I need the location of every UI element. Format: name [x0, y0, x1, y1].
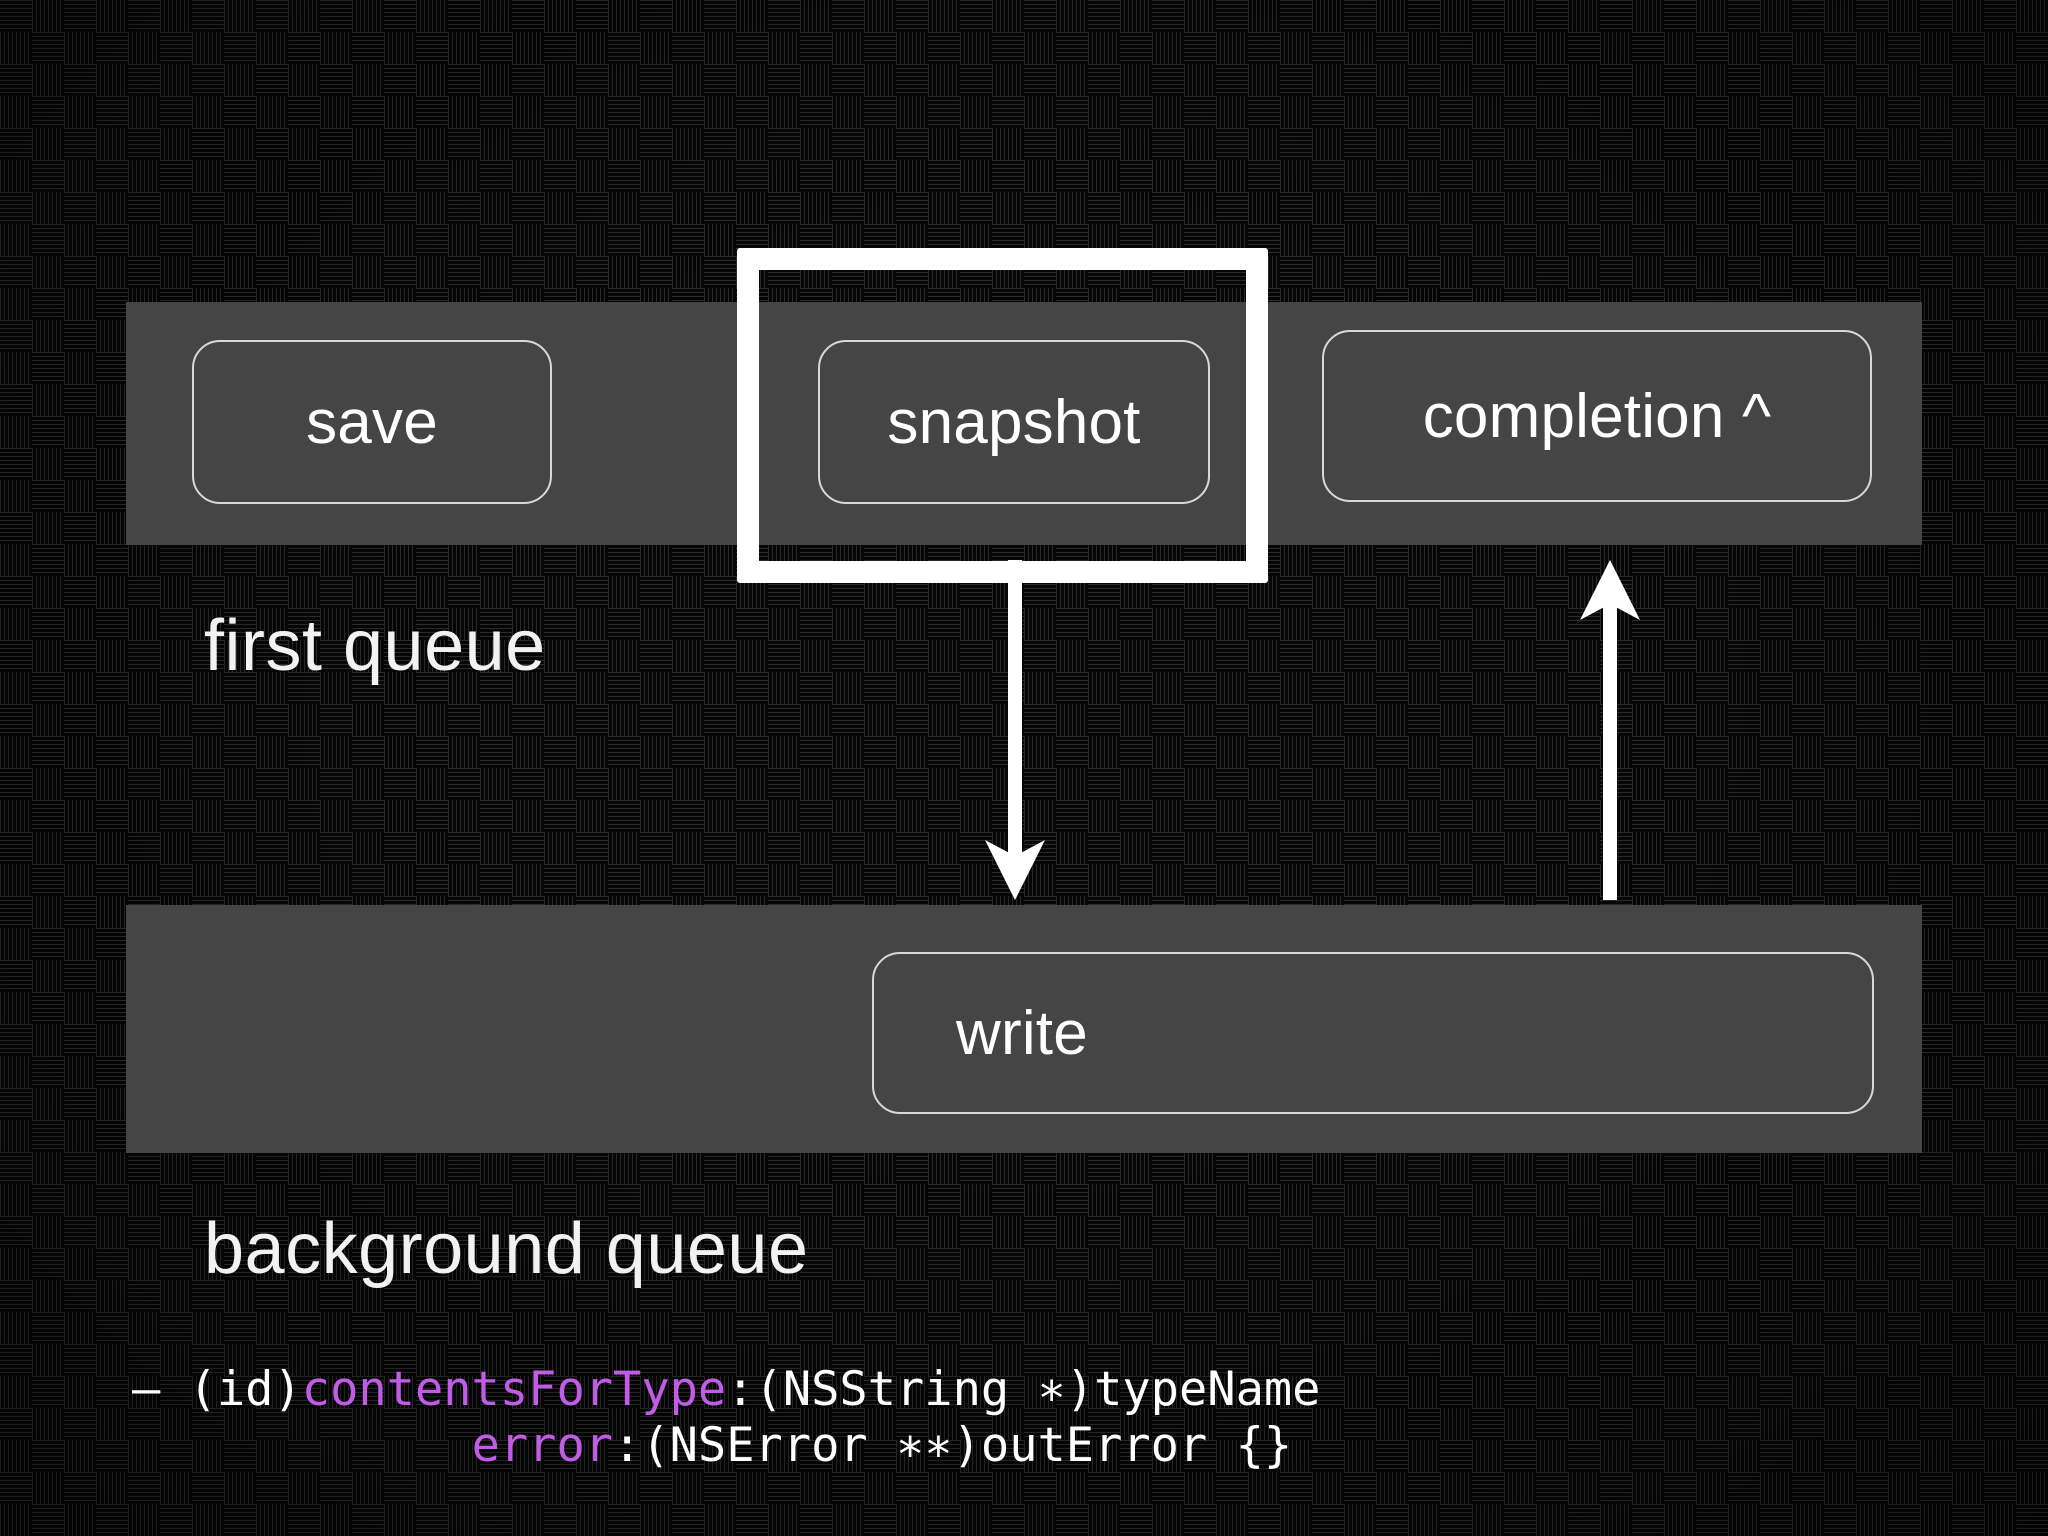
- button-completion-block[interactable]: completion ^: [1322, 330, 1872, 502]
- code-line-2: error:(NSError ∗∗)outError {}: [132, 1418, 1320, 1474]
- label-background-queue: background queue: [204, 1209, 809, 1289]
- snapshot-highlight-frame: [737, 248, 1268, 583]
- label-first-queue: first queue: [204, 606, 546, 686]
- arrow-snapshot-to-write: [985, 560, 1045, 900]
- background-queue-bar: [126, 905, 1922, 1153]
- button-save[interactable]: save: [192, 340, 552, 504]
- arrow-write-to-completion: [1580, 560, 1640, 900]
- code-line-1: – (id)contentsForType:(NSString ∗)typeNa…: [132, 1362, 1320, 1418]
- button-snapshot[interactable]: snapshot: [818, 340, 1210, 504]
- code-listing: – (id)contentsForType:(NSString ∗)typeNa…: [132, 1362, 1320, 1474]
- code-token-selector: contentsForType: [301, 1362, 727, 1417]
- first-queue-bar: [126, 302, 1922, 545]
- button-write[interactable]: write: [872, 952, 1874, 1114]
- code-token-plain: :(NSString ∗)typeName: [726, 1362, 1321, 1417]
- code-token-plain: :(NSError ∗∗)outError {}: [613, 1417, 1293, 1473]
- code-indent: [132, 1418, 472, 1473]
- code-token-selector: error: [471, 1417, 614, 1473]
- code-token-plain: – (id): [132, 1362, 302, 1417]
